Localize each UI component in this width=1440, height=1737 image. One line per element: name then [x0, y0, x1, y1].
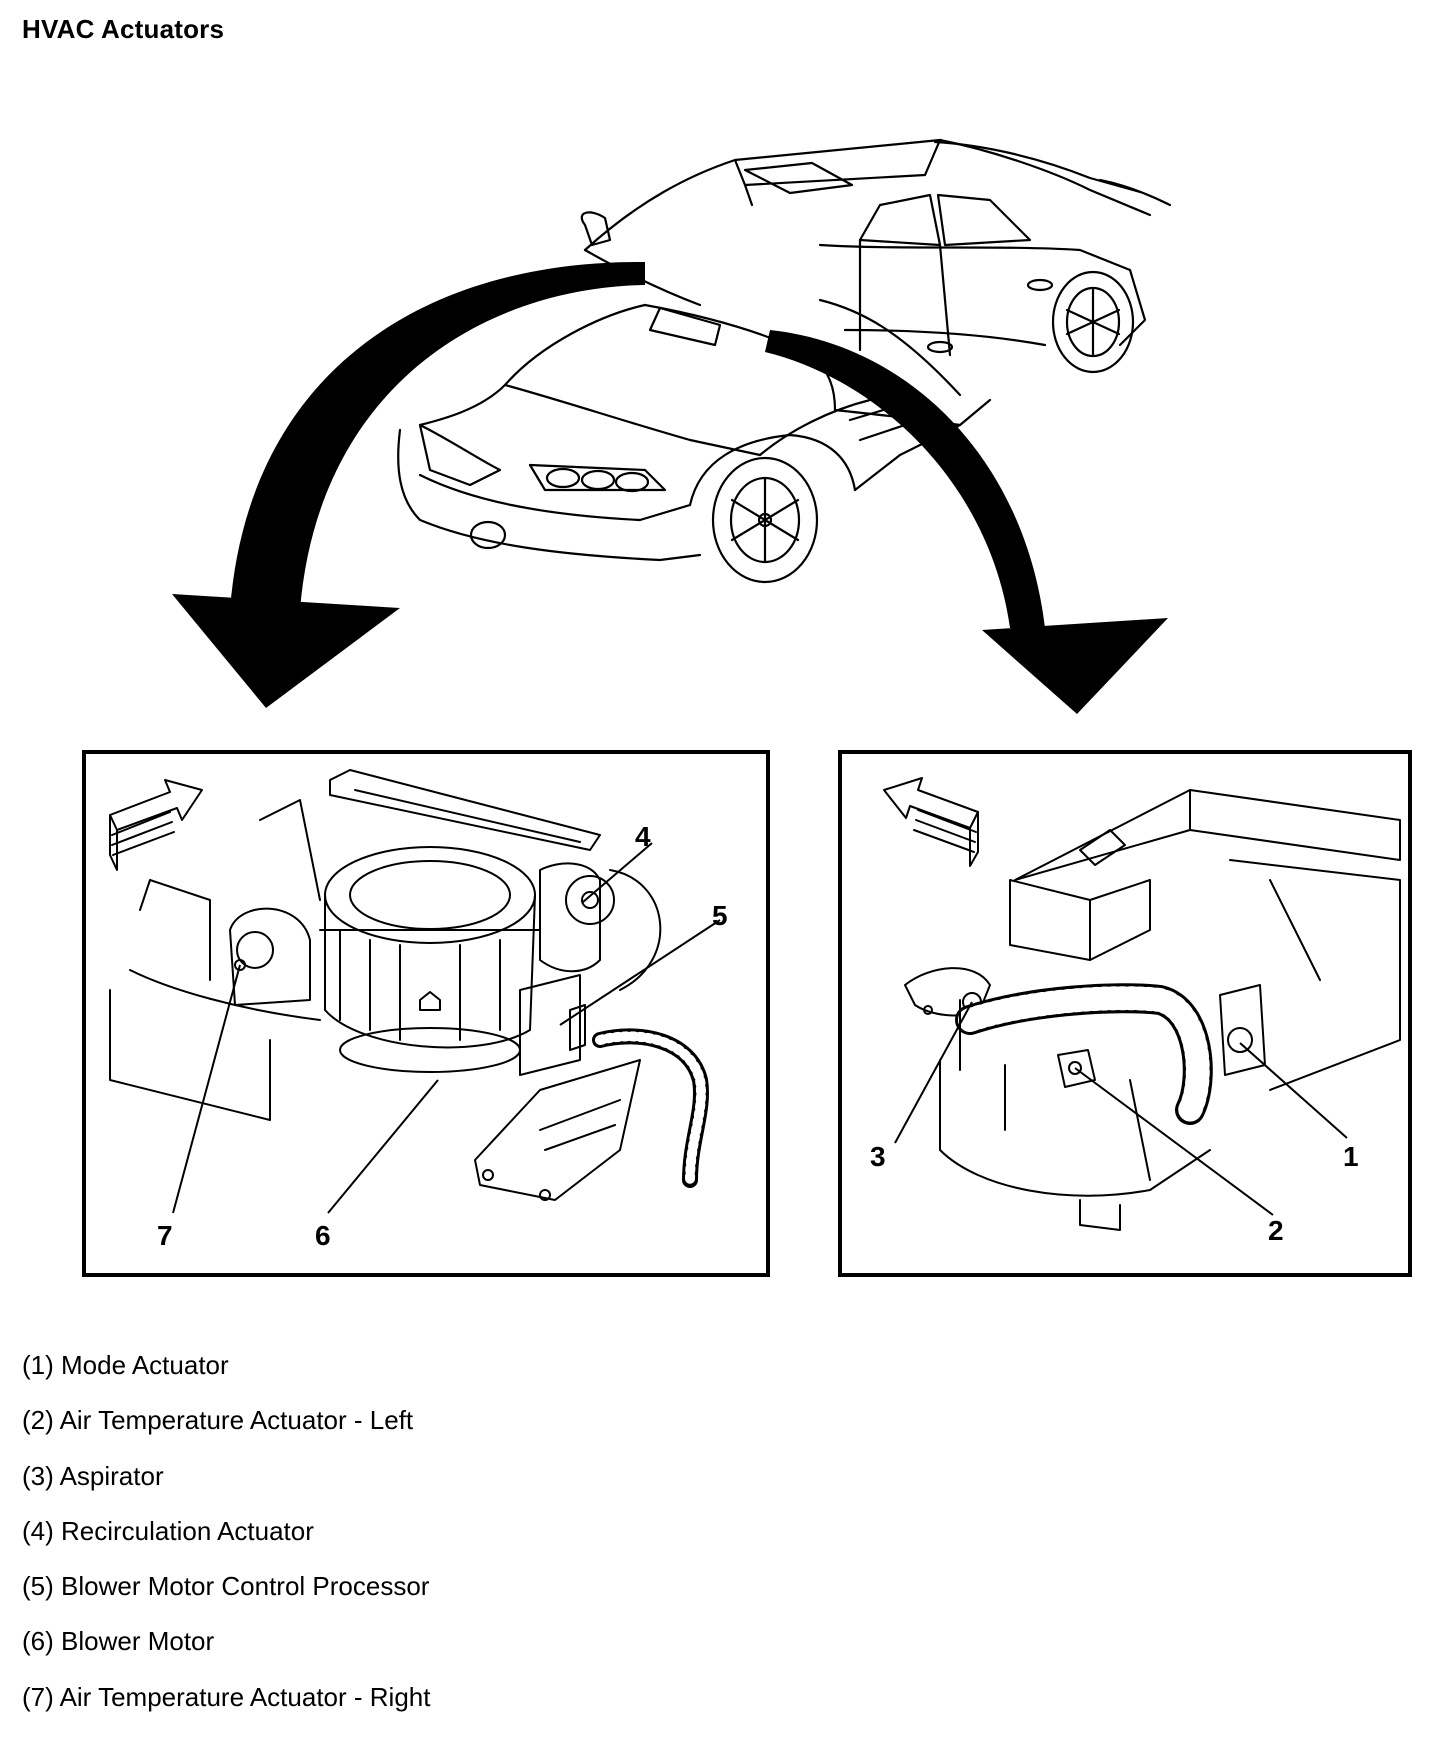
- curved-arrow-left: [172, 261, 645, 708]
- callout-labels-right: 1 2 3: [870, 1141, 1359, 1246]
- callout-1: 1: [1343, 1141, 1359, 1172]
- callout-7: 7: [157, 1220, 173, 1251]
- hvac-actuator-diagram: 4 5 6 7: [82, 138, 1412, 1277]
- detail-panel-left: [82, 750, 770, 1277]
- legend-item: (2) Air Temperature Actuator - Left: [22, 1405, 414, 1436]
- callout-5: 5: [712, 900, 728, 931]
- page-title: HVAC Actuators: [22, 14, 225, 44]
- callout-6: 6: [315, 1220, 331, 1251]
- legend-item: (1) Mode Actuator: [22, 1350, 229, 1380]
- leader-lines-right: [894, 1001, 1348, 1216]
- legend-item: (5) Blower Motor Control Processor: [22, 1571, 430, 1602]
- callout-4: 4: [635, 821, 651, 852]
- blower-assembly-illustration: [109, 769, 709, 1201]
- callout-labels-left: 4 5 6 7: [157, 821, 728, 1251]
- legend-item: (7) Air Temperature Actuator - Right: [22, 1681, 431, 1712]
- vehicle-illustration: [397, 138, 1172, 584]
- callout-2: 2: [1268, 1215, 1284, 1246]
- legend-item: (3) Aspirator: [22, 1460, 164, 1491]
- legend-item: (4) Recirculation Actuator: [22, 1515, 314, 1546]
- callout-3: 3: [870, 1141, 886, 1172]
- leader-lines-left: [172, 842, 721, 1214]
- legend-item: (6) Blower Motor: [22, 1626, 215, 1657]
- curved-arrow-right: [765, 330, 1168, 714]
- component-legend: (1) Mode Actuator (2) Air Temperature Ac…: [22, 1350, 430, 1737]
- hvac-module-illustration: [883, 777, 1401, 1231]
